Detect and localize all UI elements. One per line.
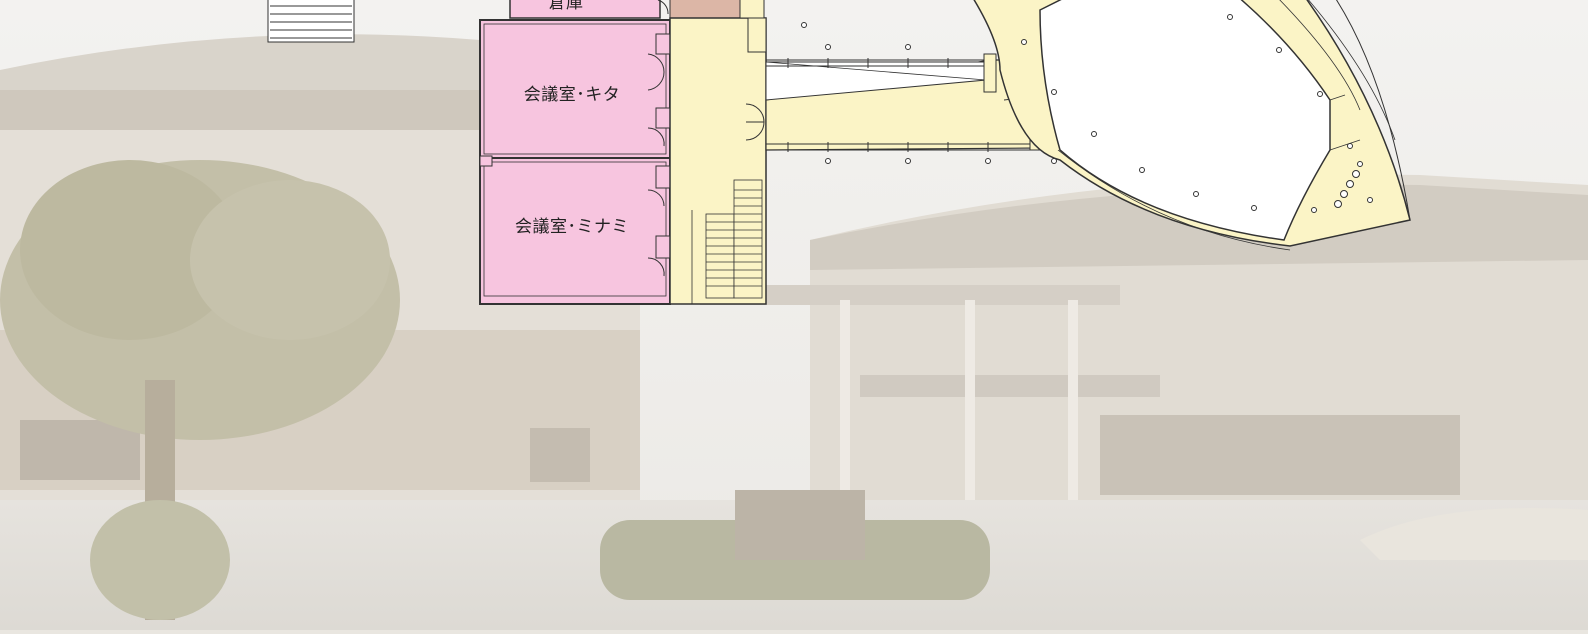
- hall-crescent: [973, 0, 1411, 251]
- meeting-room-north: [479, 19, 671, 159]
- door-swing-icon: [745, 103, 765, 141]
- corridor-horizontal: [765, 53, 1049, 151]
- room-label-meeting-south: 会議室･ミナミ: [515, 217, 629, 237]
- storage-room: [509, 0, 753, 19]
- meeting-room-south: [479, 155, 671, 305]
- room-label-meeting-north: 会議室･キタ: [523, 85, 621, 105]
- column-icon: [801, 14, 1373, 213]
- stairs-icon: [267, 0, 355, 43]
- room-label-storage: 倉庫: [548, 0, 584, 13]
- stairs-icon: [691, 179, 763, 304]
